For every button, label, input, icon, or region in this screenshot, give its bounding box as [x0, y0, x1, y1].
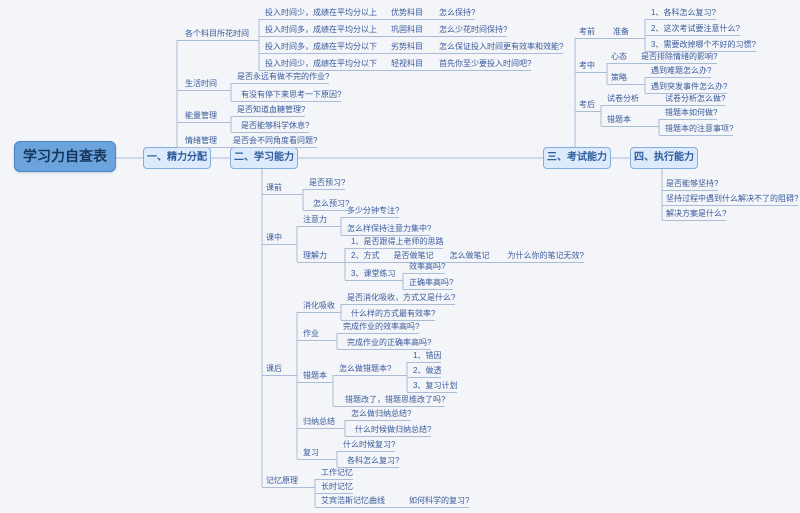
paper-analysis-label[interactable]: 试卷分析	[607, 94, 639, 103]
ebbinghaus-curve[interactable]: 艾宾浩斯记忆曲线	[321, 496, 385, 505]
topic-post-exam[interactable]: 考后	[575, 100, 601, 112]
row1-category[interactable]: 优势科目	[391, 8, 423, 17]
topic-during-class[interactable]: 课中	[262, 233, 297, 245]
row1-condition[interactable]: 投入时间少，成绩在平均分以上	[265, 8, 377, 17]
topic-prepare-q1[interactable]: 1、各科怎么复习?	[645, 8, 716, 20]
topic-before-q2[interactable]: 怎么预习?	[303, 199, 350, 211]
topic-memory-principle[interactable]: 记忆原理	[262, 476, 315, 488]
topic-subject-time[interactable]: 各个科目所花时间	[177, 29, 259, 41]
topic-memory-curve[interactable]: 艾宾浩斯记忆曲线 如何科学的复习?	[315, 496, 470, 508]
topic-life-q2[interactable]: 有没有停下来思考一下原因?	[231, 90, 342, 102]
topic-homework-q2[interactable]: 完成作业的正确率高吗?	[337, 338, 432, 350]
mindset-label[interactable]: 心态	[611, 52, 627, 61]
topic-execution-q1[interactable]: 是否能够坚持?	[662, 179, 719, 191]
method-note1[interactable]: 是否做笔记	[393, 251, 434, 260]
root-topic[interactable]: 学习力自查表	[14, 141, 116, 172]
topic-life-q1[interactable]: 是否永远有做不完的作业?	[231, 72, 330, 84]
topic-mistake-notebook[interactable]: 错题本	[297, 371, 333, 383]
topic-energy-q1[interactable]: 是否知道血糖管理?	[231, 105, 306, 117]
topic-strategy-q1[interactable]: 遇到难题怎么办?	[645, 66, 712, 78]
method-label[interactable]: 2、方式	[351, 251, 380, 260]
topic-energy-q2[interactable]: 是否能够科学休息?	[231, 121, 310, 133]
branch-execution-ability[interactable]: 四、执行能力	[630, 147, 698, 169]
topic-attention[interactable]: 注意力	[297, 215, 341, 227]
topic-digest[interactable]: 消化吸收	[297, 301, 341, 313]
topic-strategy-q2[interactable]: 遇到突发事件怎么办?	[645, 82, 728, 94]
row2-question[interactable]: 怎么少花时间保持?	[439, 25, 508, 34]
topic-homework[interactable]: 作业	[297, 329, 337, 341]
branch-learning-ability[interactable]: 二、学习能力	[230, 147, 298, 169]
topic-prepare-q3[interactable]: 3、需要改掉哪个不好的习惯?	[645, 40, 756, 52]
topic-execution-q3[interactable]: 解决方案是什么?	[662, 209, 727, 221]
topic-mistake-step3[interactable]: 3、复习计划	[407, 381, 458, 393]
topic-summarize-q2[interactable]: 什么时候做归纳总结?	[345, 425, 432, 437]
topic-prepare-q2[interactable]: 2、这次考试要注意什么?	[645, 24, 740, 36]
topic-summarize[interactable]: 归纳总结	[297, 417, 345, 429]
row4-question[interactable]: 首先你至少要投入时间吧?	[439, 59, 532, 68]
topic-summarize-q1[interactable]: 怎么做归纳总结?	[345, 409, 412, 421]
emotion-q1[interactable]: 是否会不同角度看问题?	[233, 136, 318, 145]
topic-mid-exam[interactable]: 考中	[575, 61, 607, 73]
topic-mistake-q2[interactable]: 错题改了，错题思维改了吗?	[333, 395, 446, 407]
topic-post-mistake-q2[interactable]: 错题本的注意事项?	[659, 124, 734, 136]
pre-exam-label[interactable]: 考前	[579, 27, 595, 36]
row3-condition[interactable]: 投入时间多，成绩在平均分以下	[265, 42, 377, 51]
topic-attention-q2[interactable]: 怎么样保持注意力集中?	[341, 224, 432, 236]
prepare-label[interactable]: 准备	[613, 27, 629, 36]
topic-before-q1[interactable]: 是否预习?	[303, 178, 346, 190]
row4-category[interactable]: 轻视科目	[391, 59, 423, 68]
topic-mistake-step2[interactable]: 2、做透	[407, 366, 442, 378]
topic-after-class[interactable]: 课后	[262, 364, 297, 376]
mindset-q1[interactable]: 是否排除情绪的影响?	[641, 52, 718, 61]
topic-subject-row4[interactable]: 投入时间少，成绩在平均分以下 轻视科目 首先你至少要投入时间吧?	[259, 59, 532, 71]
topic-execution-q2[interactable]: 坚持过程中遇到什么解决不了的阻碍?	[662, 194, 799, 206]
topic-comprehension-q1[interactable]: 1、是否跟得上老师的思路	[345, 237, 444, 249]
branch-energy-allocation[interactable]: 一、精力分配	[143, 147, 211, 169]
row4-condition[interactable]: 投入时间少，成绩在平均分以下	[265, 59, 377, 68]
topic-practice-q1[interactable]: 效率高吗?	[403, 262, 446, 274]
row3-category[interactable]: 劣势科目	[391, 42, 423, 51]
topic-digest-q1[interactable]: 是否消化吸收，方式又是什么?	[341, 293, 456, 305]
topic-post-mistake-notebook[interactable]: 错题本	[601, 115, 659, 127]
row2-category[interactable]: 巩固科目	[391, 25, 423, 34]
topic-mistake-how[interactable]: 怎么做错题本?	[333, 364, 407, 376]
topic-class-practice[interactable]: 3、课堂练习	[345, 269, 403, 281]
topic-emotion-management[interactable]: 情绪管理 是否会不同角度看问题?	[177, 136, 318, 148]
topic-comprehension[interactable]: 理解力	[297, 251, 345, 263]
paper-analysis-q1[interactable]: 试卷分析怎么做?	[665, 94, 726, 103]
topic-memory-longterm[interactable]: 长时记忆	[315, 482, 353, 494]
topic-subject-row1[interactable]: 投入时间少，成绩在平均分以上 优势科目 怎么保持?	[259, 8, 476, 20]
branch-exam-ability[interactable]: 三、考试能力	[543, 147, 611, 169]
topic-review-q2[interactable]: 各科怎么复习?	[337, 456, 400, 468]
topic-paper-analysis[interactable]: 试卷分析 试卷分析怎么做?	[601, 94, 726, 106]
method-note2[interactable]: 怎么做笔记	[449, 251, 490, 260]
topic-pre-exam[interactable]: 考前 准备	[575, 27, 645, 39]
topic-digest-q2[interactable]: 什么样的方式最有效率?	[341, 309, 436, 321]
topic-mistake-step1[interactable]: 1、错因	[407, 351, 442, 363]
topic-energy-management[interactable]: 能量管理	[177, 111, 231, 123]
topic-review[interactable]: 复习	[297, 448, 337, 460]
topic-review-q1[interactable]: 什么时候复习?	[337, 440, 396, 452]
row3-question[interactable]: 怎么保证投入时间更有效率和效能?	[439, 42, 564, 51]
topic-attention-q1[interactable]: 多少分钟专注?	[341, 206, 400, 218]
topic-subject-row3[interactable]: 投入时间多，成绩在平均分以下 劣势科目 怎么保证投入时间更有效率和效能?	[259, 42, 564, 54]
emotion-label[interactable]: 情绪管理	[185, 136, 217, 145]
scientific-review-q[interactable]: 如何科学的复习?	[409, 496, 470, 505]
topic-practice-q2[interactable]: 正确率高吗?	[403, 278, 454, 290]
topic-post-mistake-q1[interactable]: 错题本如何做?	[659, 108, 718, 120]
row2-condition[interactable]: 投入时间多，成绩在平均分以上	[265, 25, 377, 34]
topic-before-class[interactable]: 课前	[262, 183, 303, 195]
topic-memory-working[interactable]: 工作记忆	[315, 468, 353, 480]
topic-strategy[interactable]: 策略	[607, 73, 645, 85]
topic-mindset[interactable]: 心态 是否排除情绪的影响?	[607, 52, 718, 64]
method-note3[interactable]: 为什么你的笔记无效?	[507, 251, 584, 260]
topic-subject-row2[interactable]: 投入时间多，成绩在平均分以上 巩固科目 怎么少花时间保持?	[259, 25, 508, 37]
topic-homework-q1[interactable]: 完成作业的效率高吗?	[337, 322, 420, 334]
row1-question[interactable]: 怎么保持?	[439, 8, 476, 17]
topic-life-time[interactable]: 生活时间	[177, 79, 231, 91]
topic-method-chain[interactable]: 2、方式 是否做笔记 怎么做笔记 为什么你的笔记无效?	[345, 251, 584, 263]
